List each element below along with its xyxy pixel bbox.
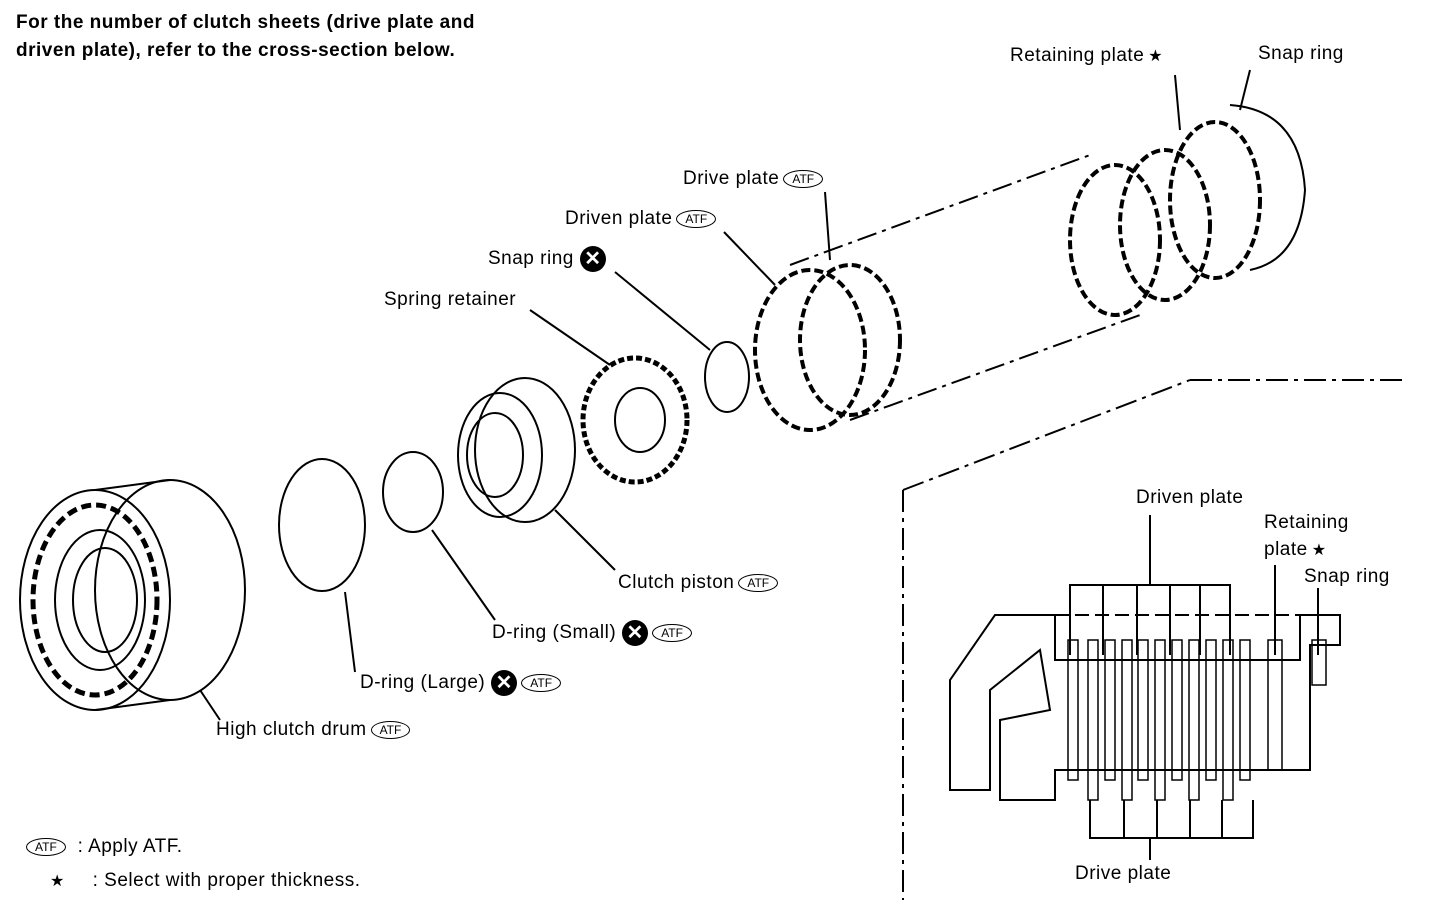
- cs-label-snap-ring: Snap ring: [1304, 566, 1390, 587]
- cs-retaining-plate-text: plate: [1264, 539, 1308, 560]
- d-ring-small-drawing: [382, 451, 444, 533]
- drive-plate-text: Drive plate: [683, 168, 780, 189]
- label-d-ring-large: D-ring (Large)✕ATF: [360, 670, 562, 696]
- star-icon: ★: [1148, 48, 1164, 65]
- label-retaining-plate-top: Retaining plate★: [1010, 45, 1163, 67]
- high-clutch-drum-drawing: [19, 479, 246, 711]
- cs-label-driven-plate: Driven plate: [1136, 487, 1244, 508]
- high-clutch-drum-text: High clutch drum: [216, 719, 367, 740]
- atf-icon: ATF: [521, 674, 562, 692]
- cross-section-drawing: [949, 515, 1341, 860]
- header-note-line2: driven plate), refer to the cross-sectio…: [16, 40, 456, 61]
- label-d-ring-small: D-ring (Small)✕ATF: [492, 620, 692, 646]
- cs-label-drive-plate: Drive plate: [1075, 863, 1172, 884]
- label-snap-ring-top: Snap ring: [1258, 43, 1344, 64]
- label-snap-ring: Snap ring✕: [488, 246, 606, 272]
- d-ring-large-drawing: [278, 458, 366, 592]
- legend-atf: ATF : Apply ATF.: [26, 836, 182, 858]
- front-plates-drawing: [753, 263, 902, 432]
- cs-label-retaining-line2: plate★: [1264, 539, 1327, 561]
- d-ring-large-text: D-ring (Large): [360, 672, 486, 694]
- atf-icon: ATF: [676, 209, 717, 228]
- legend-star: ★ : Select with proper thickness.: [50, 870, 361, 892]
- spring-retainer-drawing: [580, 355, 690, 485]
- cs-label-retaining-line1: Retaining: [1264, 512, 1349, 533]
- snap-ring-drawing: [704, 341, 750, 413]
- clutch-piston-text: Clutch piston: [618, 572, 735, 593]
- atf-icon: ATF: [738, 573, 779, 592]
- replace-icon: ✕: [491, 670, 518, 696]
- snap-ring-text: Snap ring: [488, 248, 574, 270]
- header-note-line1: For the number of clutch sheets (drive p…: [16, 12, 475, 33]
- clutch-piston-drawing: [457, 377, 576, 523]
- star-icon: ★: [1311, 542, 1327, 559]
- replace-icon: ✕: [622, 620, 649, 646]
- legend-atf-text: : Apply ATF.: [77, 836, 183, 857]
- atf-icon: ATF: [652, 624, 692, 642]
- atf-icon: ATF: [26, 837, 66, 856]
- replace-icon: ✕: [579, 246, 606, 272]
- atf-icon: ATF: [370, 720, 411, 739]
- label-spring-retainer: Spring retainer: [384, 289, 517, 310]
- atf-icon: ATF: [783, 169, 824, 188]
- d-ring-small-text: D-ring (Small): [492, 622, 617, 644]
- driven-plate-text: Driven plate: [565, 208, 673, 229]
- rear-plates-drawing: [1068, 104, 1307, 317]
- legend-star-text: : Select with proper thickness.: [92, 870, 361, 891]
- star-icon: ★: [50, 873, 65, 890]
- retaining-plate-top-text: Retaining plate: [1010, 45, 1145, 66]
